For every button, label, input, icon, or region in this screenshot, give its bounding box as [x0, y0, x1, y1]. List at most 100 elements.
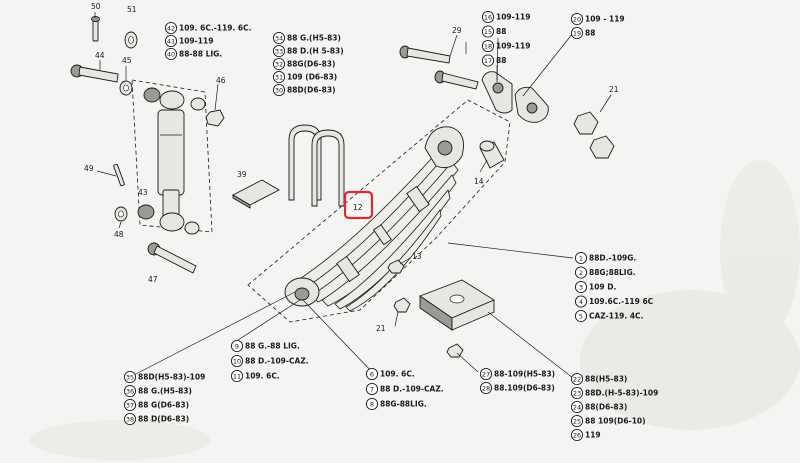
legend-text: 88(H5-83) — [585, 375, 627, 384]
legend-number-circle — [574, 280, 588, 294]
legend-number-circle — [481, 25, 495, 38]
legend-number: 1 — [579, 254, 583, 262]
legend-number-circle — [123, 384, 137, 398]
legend-text: 88-109(H5-83) — [494, 370, 555, 379]
legend-text: 88D.-109G. — [589, 254, 636, 263]
legend-text: 88.109(D6-83) — [494, 384, 555, 393]
legend-number-circle — [272, 31, 286, 45]
legend-text: 88 G.(H5-83) — [287, 34, 341, 43]
legend-number: 10 — [233, 357, 241, 365]
legend-number: 38 — [126, 415, 134, 423]
callout-39: 39 — [237, 170, 247, 179]
legend-entry-8: 8 88G-88LIG. — [365, 397, 427, 411]
legend-number-circle — [123, 398, 137, 412]
legend-number-circle — [230, 354, 244, 368]
legend-number: 34 — [275, 34, 283, 42]
callout-21-upper: 21 — [609, 85, 619, 94]
legend-number: 30 — [275, 86, 283, 94]
callout-14: 14 — [474, 177, 484, 186]
legend-entry-30: 30 88D(D6-83) — [272, 83, 336, 97]
legend-entry-34: 34 88 G.(H5-83) — [272, 31, 341, 45]
legend-number: 3 — [579, 283, 583, 291]
legend-text: 88G(D6-83) — [287, 60, 335, 69]
legend-number: 24 — [573, 403, 581, 411]
legend-number: 6 — [370, 370, 374, 378]
legend-number-circle — [574, 251, 588, 265]
legend-text: 88G-88LIG. — [380, 400, 427, 409]
legend-number: 41 — [167, 37, 175, 45]
legend-number-circle — [570, 414, 584, 428]
legend-number-circle — [570, 428, 584, 442]
legend-number-circle — [570, 372, 584, 386]
legend-text: 109-119 — [496, 42, 530, 51]
leader-lines-legends — [129, 159, 574, 379]
legend-number-circle — [574, 266, 588, 279]
callout-48: 48 — [114, 230, 124, 239]
legend-entry-31: 31 109 (D6-83) — [272, 70, 337, 84]
legend-text: 88 D.(H 5-83) — [287, 47, 344, 56]
callout-46: 46 — [216, 76, 226, 85]
legend-text: 88D(H5-83)-109 — [138, 373, 205, 382]
legend-number: 35 — [126, 373, 134, 381]
callout-21-lower: 21 — [376, 324, 386, 333]
legend-text: 88 — [496, 27, 506, 36]
legend-text: 109 - 119 — [585, 15, 625, 24]
legend-number-circle — [574, 309, 588, 323]
leader-lines-right — [449, 32, 612, 113]
shock-absorber-assembly — [70, 16, 225, 274]
legend-entry-20: 20 109 - 119 — [570, 12, 625, 26]
legend-text: CAZ-119. 4C. — [589, 312, 644, 321]
u-bolt-group — [232, 124, 345, 209]
callout-numbers: 50 51 44 45 46 43 49 48 47 39 12 13 14 2… — [84, 2, 619, 333]
legend-number: 27 — [482, 370, 490, 378]
legend-text: 109 (D6-83) — [287, 73, 337, 82]
legend-text: 109-119 — [496, 13, 530, 22]
legend-text: 88D(D6-83) — [287, 86, 336, 95]
spring-plate — [419, 279, 495, 358]
legend-number-circle — [365, 397, 379, 411]
paper-texture — [30, 160, 800, 460]
legend-number-circle — [272, 83, 286, 97]
callout-29: 29 — [452, 26, 462, 35]
legend-number: 31 — [275, 73, 283, 81]
legend-number: 23 — [573, 389, 581, 397]
legend-number-circle — [123, 412, 137, 426]
legend-number: 25 — [573, 417, 581, 425]
legend-number-circle — [272, 57, 286, 71]
legend-number: 20 — [573, 15, 581, 23]
legend-number: 8 — [370, 400, 374, 408]
legend-number-circle — [481, 39, 495, 53]
legend-number-circle — [123, 370, 137, 384]
legend-number-circle — [479, 367, 493, 381]
legend-number: 9 — [235, 342, 239, 350]
legend-number: 28 — [482, 384, 490, 392]
legend-text: 109. 6C.-119. 6C. — [179, 24, 252, 33]
legend-number-circle — [574, 295, 588, 308]
legend-text: 88 G.-88 LIG. — [245, 342, 300, 351]
legend-number: 40 — [167, 50, 175, 58]
legend-number: 11 — [233, 372, 241, 380]
legend-number: 22 — [573, 375, 581, 383]
